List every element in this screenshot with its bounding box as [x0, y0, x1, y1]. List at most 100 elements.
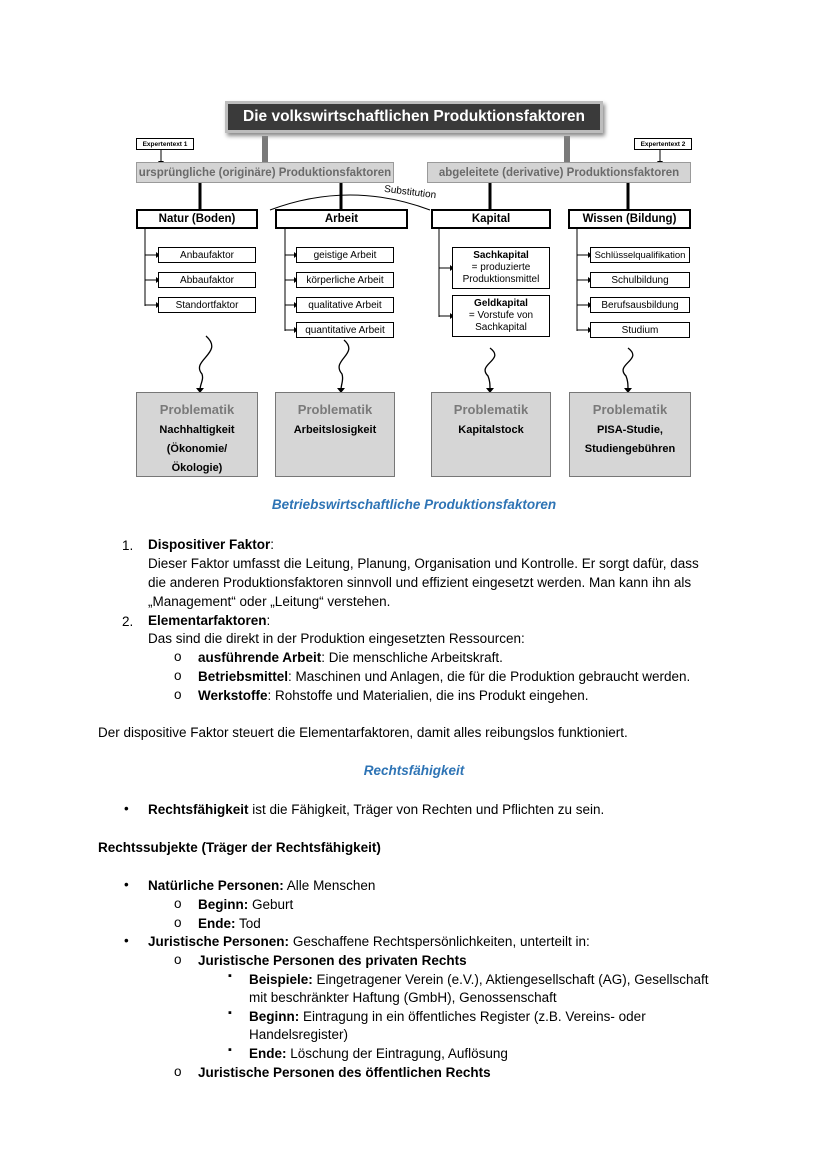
jbeginn-bold: Beginn: — [249, 1009, 300, 1024]
jbeginn-line-2: Handelsregister) — [249, 1027, 349, 1042]
sub-bullet-text: : Maschinen und Anlagen, die für die Pro… — [288, 669, 691, 684]
problem-heading: Problematik — [159, 402, 235, 417]
public-law-title: Juristische Personen des öffentlichen Re… — [198, 1065, 491, 1080]
summary-paragraph: Der dispositive Faktor steuert die Eleme… — [98, 725, 628, 740]
problem-box-wissen: Problematik PISA-Studie, Studiengebühren — [569, 392, 691, 477]
jbeginn-text: Eintragung in ein öffentliches Register … — [299, 1009, 646, 1024]
ende-bold: Ende: — [198, 916, 236, 931]
factor-kapital: Kapital — [431, 209, 551, 229]
sachkapital-title: Sachkapital — [473, 250, 529, 261]
juristic-persons-text: Geschaffene Rechtspersönlichkeiten, unte… — [289, 934, 590, 949]
derived-factors-box: abgeleitete (derivative) Produktionsfakt… — [427, 162, 691, 183]
arbeit-item: körperliche Arbeit — [296, 272, 394, 288]
colon: : — [266, 613, 271, 628]
arbeit-item: qualitative Arbeit — [296, 297, 394, 313]
circle-bullet: o — [174, 668, 182, 683]
sub-bullet-bold: ausführende Arbeit — [198, 650, 322, 665]
square-bullet: ▪ — [228, 1044, 232, 1056]
jende-item: Ende: Löschung der Eintragung, Auflösung — [249, 1045, 508, 1064]
circle-bullet: o — [174, 1064, 182, 1079]
section-caption-betriebswirtschaft: Betriebswirtschaftliche Produktionsfakto… — [271, 497, 557, 512]
item-title-dispositiver-faktor: Dispositiver Faktor: — [148, 536, 274, 555]
jende-bold: Ende: — [249, 1046, 287, 1061]
problem-text: PISA-Studie, Studiengebühren — [584, 424, 676, 455]
wissen-item: Schlüsselqualifikation — [590, 247, 690, 263]
heading-rechtssubjekte: Rechtssubjekte (Träger der Rechtsfähigke… — [98, 840, 381, 855]
sub-bullet-bold: Werkstoffe — [198, 688, 268, 703]
beispiele-bold: Beispiele: — [249, 972, 313, 987]
natural-beginn-item: Beginn: Geburt — [198, 896, 293, 915]
problem-heading: Problematik — [592, 402, 668, 417]
sachkapital-line1: = produzierte — [471, 262, 531, 273]
sub-bullet-item: Werkstoffe: Rohstoffe und Materialien, d… — [198, 687, 589, 706]
list-number: 2. — [122, 614, 134, 629]
circle-bullet: o — [174, 896, 182, 911]
list-number: 1. — [122, 538, 134, 553]
factor-wissen: Wissen (Bildung) — [568, 209, 691, 229]
definition-bold: Rechtsfähigkeit — [148, 802, 249, 817]
square-bullet: ▪ — [228, 970, 232, 982]
kapital-item-geldkapital: Geldkapital = Vorstufe von Sachkapital — [452, 295, 550, 337]
problem-box-natur: Problematik Nachhaltigkeit (Ökonomie/ Ök… — [136, 392, 258, 477]
natural-persons-item: Natürliche Personen: Alle Menschen — [148, 877, 375, 896]
expert-text-1-label: Expertentext 1 — [136, 138, 194, 150]
sub-bullet-text: : Die menschliche Arbeitskraft. — [321, 650, 503, 665]
sub-bullet-bold: Betriebsmittel — [198, 669, 289, 684]
kapital-item-sachkapital: Sachkapital = produzierte Produktionsmit… — [452, 247, 550, 289]
bullet: • — [124, 933, 129, 948]
natur-item: Abbaufaktor — [158, 272, 256, 288]
sub-bullet-item: Betriebsmittel: Maschinen und Anlagen, d… — [198, 668, 690, 687]
expert-text-2-label: Expertentext 2 — [634, 138, 692, 150]
sub-bullet-text: : Rohstoffe und Materialien, die ins Pro… — [267, 688, 589, 703]
circle-bullet: o — [174, 687, 182, 702]
beginn-text: Geburt — [248, 897, 294, 912]
beispiele-text: Eingetragener Verein (e.V.), Aktiengesel… — [312, 972, 709, 987]
paragraph-line: Das sind die direkt in der Produktion ei… — [148, 631, 525, 646]
item-title-text: Dispositiver Faktor — [148, 537, 271, 552]
paragraph-line: Dieser Faktor umfasst die Leitung, Planu… — [148, 556, 699, 571]
natur-item: Anbaufaktor — [158, 247, 256, 263]
problem-heading: Problematik — [297, 402, 373, 417]
circle-bullet: o — [174, 649, 182, 664]
paragraph-line: „Management“ oder „Leitung“ verstehen. — [148, 594, 391, 609]
sub-bullet-item: ausführende Arbeit: Die menschliche Arbe… — [198, 649, 503, 668]
problem-box-arbeit: Problematik Arbeitslosigkeit — [275, 392, 395, 477]
circle-bullet: o — [174, 952, 182, 967]
juristic-persons-bold: Juristische Personen: — [148, 934, 290, 949]
sachkapital-line2: Produktionsmittel — [462, 274, 540, 285]
geldkapital-line2: Sachkapital — [475, 322, 527, 333]
problem-text: Arbeitslosigkeit — [293, 424, 377, 436]
jende-text: Löschung der Eintragung, Auflösung — [286, 1046, 508, 1061]
beginn-bold: Beginn: — [198, 897, 249, 912]
bullet: • — [124, 801, 129, 816]
definition-text: ist die Fähigkeit, Träger von Rechten un… — [248, 802, 605, 817]
beispiele-line-1: Beispiele: Eingetragener Verein (e.V.), … — [249, 971, 709, 990]
problem-heading: Problematik — [453, 402, 529, 417]
diagram-title: Die volkswirtschaftlichen Produktionsfak… — [228, 104, 600, 130]
natural-persons-text: Alle Menschen — [283, 878, 376, 893]
diagram-connectors — [144, 136, 663, 393]
jbeginn-line-1: Beginn: Eintragung in ein öffentliches R… — [249, 1008, 646, 1027]
item-title-elementarfaktoren: Elementarfaktoren: — [148, 612, 270, 631]
section-caption-rechtsfaehigkeit: Rechtsfähigkeit — [363, 763, 465, 778]
factor-natur: Natur (Boden) — [136, 209, 258, 229]
arbeit-item: geistige Arbeit — [296, 247, 394, 263]
wissen-item: Berufsausbildung — [590, 297, 690, 313]
problem-text: Kapitalstock — [458, 424, 524, 436]
wissen-item: Studium — [590, 322, 690, 338]
wissen-item: Schulbildung — [590, 272, 690, 288]
natural-persons-bold: Natürliche Personen: — [148, 878, 284, 893]
natural-ende-item: Ende: Tod — [198, 915, 261, 934]
juristic-persons-item: Juristische Personen: Geschaffene Rechts… — [148, 933, 590, 952]
geldkapital-line1: = Vorstufe von — [468, 310, 534, 321]
bullet: • — [124, 877, 129, 892]
production-factors-diagram: Die volkswirtschaftlichen Produktionsfak… — [130, 98, 698, 483]
natur-item: Standortfaktor — [158, 297, 256, 313]
beispiele-line-2: mit beschränkter Haftung (GmbH), Genosse… — [249, 990, 557, 1005]
paragraph-line: die anderen Produktionsfaktoren sinnvoll… — [148, 575, 692, 590]
ende-text: Tod — [235, 916, 261, 931]
problem-text: Nachhaltigkeit (Ökonomie/ Ökologie) — [159, 424, 235, 474]
problem-box-kapital: Problematik Kapitalstock — [431, 392, 551, 477]
arbeit-item: quantitative Arbeit — [296, 322, 394, 338]
